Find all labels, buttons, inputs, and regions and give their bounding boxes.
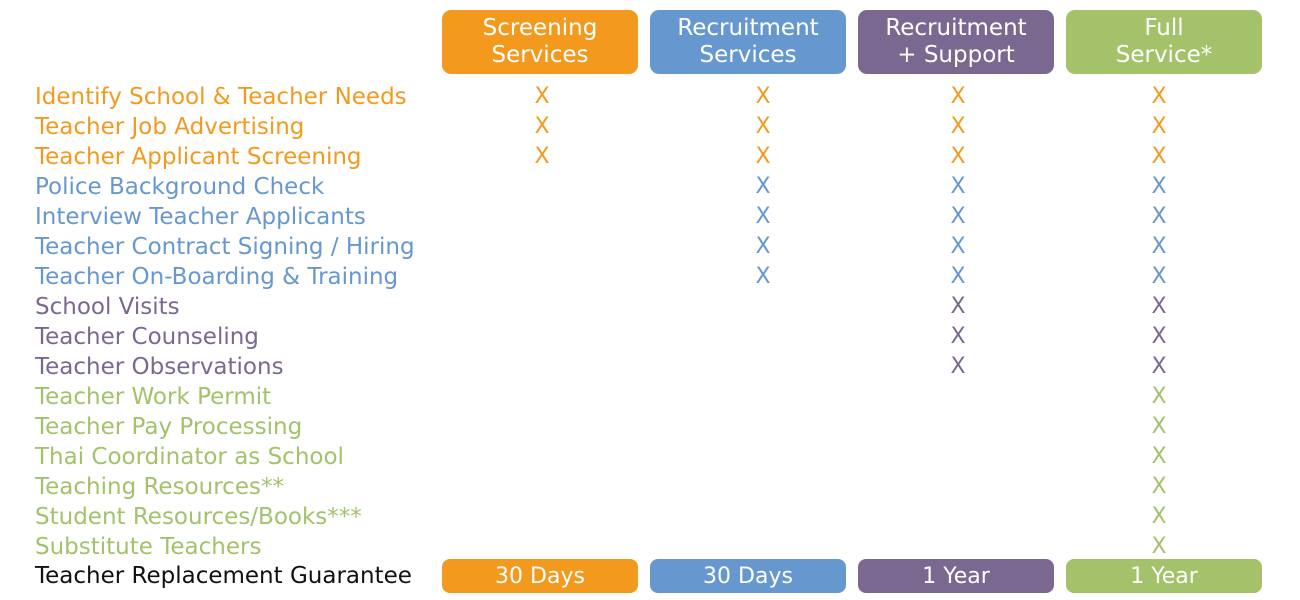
table-row: Identify School & Teacher Needs X X X X — [0, 82, 1300, 112]
header-recruitment-services: Recruitment Services — [650, 10, 846, 74]
check-mark: X — [755, 174, 771, 199]
check-mark: X — [1151, 534, 1167, 559]
row-label: Teacher On-Boarding & Training — [35, 264, 399, 290]
table-row: Teacher On-Boarding & Training X X X — [0, 262, 1300, 292]
table-row: Thai Coordinator as School X — [0, 442, 1300, 472]
check-mark: X — [1151, 504, 1167, 529]
row-label: Teacher Contract Signing / Hiring — [35, 234, 415, 260]
check-mark: X — [1151, 144, 1167, 169]
check-mark: X — [950, 324, 966, 349]
guarantee-screening: 30 Days — [442, 559, 638, 593]
table-row: Teacher Contract Signing / Hiring X X X — [0, 232, 1300, 262]
check-mark: X — [1151, 84, 1167, 109]
table-row: Substitute Teachers X — [0, 532, 1300, 562]
check-mark: X — [950, 354, 966, 379]
check-mark: X — [755, 264, 771, 289]
check-mark: X — [1151, 474, 1167, 499]
check-mark: X — [1151, 354, 1167, 379]
check-mark: X — [950, 234, 966, 259]
check-mark: X — [534, 114, 550, 139]
table-row: Teacher Job Advertising X X X X — [0, 112, 1300, 142]
header-recruitment-support: Recruitment + Support — [858, 10, 1054, 74]
check-mark: X — [755, 234, 771, 259]
table-row: Teaching Resources** X — [0, 472, 1300, 502]
check-mark: X — [950, 114, 966, 139]
row-label: Interview Teacher Applicants — [35, 204, 366, 230]
guarantee-support: 1 Year — [858, 559, 1054, 593]
check-mark: X — [1151, 264, 1167, 289]
table-row: Student Resources/Books*** X — [0, 502, 1300, 532]
table-row: Teacher Work Permit X — [0, 382, 1300, 412]
guarantee-recruitment: 30 Days — [650, 559, 846, 593]
check-mark: X — [1151, 114, 1167, 139]
check-mark: X — [950, 174, 966, 199]
row-label: Teacher Applicant Screening — [35, 144, 362, 170]
check-mark: X — [1151, 384, 1167, 409]
table-row: Teacher Pay Processing X — [0, 412, 1300, 442]
row-label: Thai Coordinator as School — [35, 444, 344, 470]
table-row: Interview Teacher Applicants X X X — [0, 202, 1300, 232]
check-mark: X — [1151, 234, 1167, 259]
check-mark: X — [1151, 294, 1167, 319]
check-mark: X — [1151, 414, 1167, 439]
check-mark: X — [950, 264, 966, 289]
row-label: Teacher Work Permit — [35, 384, 272, 410]
guarantee-label: Teacher Replacement Guarantee — [35, 563, 412, 589]
table-row: Teacher Counseling X X — [0, 322, 1300, 352]
guarantee-full: 1 Year — [1066, 559, 1262, 593]
check-mark: X — [1151, 174, 1167, 199]
header-full-service: Full Service* — [1066, 10, 1262, 74]
check-mark: X — [950, 204, 966, 229]
check-mark: X — [950, 84, 966, 109]
table-row: Police Background Check X X X — [0, 172, 1300, 202]
check-mark: X — [950, 294, 966, 319]
table-row: School Visits X X — [0, 292, 1300, 322]
header-screening-services: Screening Services — [442, 10, 638, 74]
check-mark: X — [755, 84, 771, 109]
check-mark: X — [534, 84, 550, 109]
row-label: Teacher Pay Processing — [35, 414, 303, 440]
check-mark: X — [1151, 324, 1167, 349]
check-mark: X — [755, 144, 771, 169]
check-mark: X — [755, 204, 771, 229]
check-mark: X — [534, 144, 550, 169]
row-label: Student Resources/Books*** — [35, 504, 362, 530]
row-label: Teaching Resources** — [35, 474, 284, 500]
row-label: Teacher Counseling — [35, 324, 259, 350]
check-mark: X — [1151, 204, 1167, 229]
row-label: Teacher Observations — [35, 354, 284, 380]
table-row: Teacher Applicant Screening X X X X — [0, 142, 1300, 172]
check-mark: X — [1151, 444, 1167, 469]
check-mark: X — [755, 114, 771, 139]
row-label: School Visits — [35, 294, 180, 320]
row-label: Police Background Check — [35, 174, 325, 200]
row-label: Substitute Teachers — [35, 534, 262, 560]
row-label: Identify School & Teacher Needs — [35, 84, 407, 110]
table-row: Teacher Observations X X — [0, 352, 1300, 382]
check-mark: X — [950, 144, 966, 169]
row-label: Teacher Job Advertising — [35, 114, 305, 140]
